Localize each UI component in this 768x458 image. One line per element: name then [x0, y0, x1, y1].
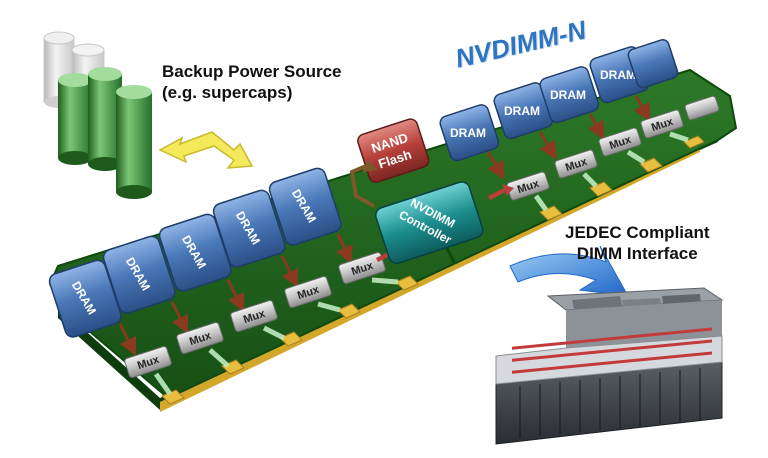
dram-label: DRAM — [504, 104, 540, 118]
dram-chip — [627, 38, 679, 89]
nvdimm-controller-chip: NVDIMM Controller — [375, 181, 484, 265]
dram-chip: DRAM — [102, 235, 176, 314]
mux-chip — [684, 95, 720, 121]
mux-chip: Mux — [230, 299, 278, 333]
backup-power-label: Backup Power Source (e.g. supercaps) — [162, 61, 342, 103]
mux-chip: Mux — [598, 127, 642, 157]
mux-chip: Mux — [176, 321, 224, 355]
dram-chip: DRAM — [493, 82, 554, 140]
mux-chip: Mux — [554, 149, 598, 179]
dram-chip: DRAM — [268, 167, 342, 246]
dram-chips: DRAM DRAM DRAM DRAM DRAM DRAM — [48, 38, 679, 338]
mux-chip: Mux — [284, 275, 332, 309]
nand-flash-chip: NAND Flash — [357, 118, 430, 183]
nand-controller-arrow — [349, 160, 378, 208]
dram-chip: DRAM — [539, 66, 600, 124]
mux-chips: Mux Mux Mux Mux Mux Mux — [124, 95, 720, 379]
dram-chip: DRAM — [212, 189, 286, 268]
backup-power-line2: (e.g. supercaps) — [162, 83, 293, 102]
dram-mux-arrows — [118, 95, 651, 357]
jedec-line1: JEDEC Compliant — [565, 223, 710, 242]
mux-chip: Mux — [124, 345, 172, 379]
supercapacitor-icon — [43, 31, 152, 199]
dram-chip: DRAM — [439, 104, 500, 162]
dram-label: DRAM — [550, 88, 586, 102]
mux-contact-arrows — [153, 131, 689, 396]
server-chassis-icon — [495, 287, 724, 445]
backup-power-line1: Backup Power Source — [162, 62, 342, 81]
mux-chip: Mux — [338, 251, 386, 285]
dram-label: DRAM — [600, 68, 636, 82]
jedec-line2: DIMM Interface — [576, 244, 698, 263]
double-arrow-icon — [158, 131, 254, 169]
jedec-interface-label: JEDEC Compliant DIMM Interface — [565, 222, 710, 264]
dram-label: DRAM — [450, 126, 486, 140]
dram-chip: DRAM — [158, 213, 232, 292]
dram-chip: DRAM — [48, 259, 122, 338]
mux-chip: Mux — [640, 109, 684, 139]
gold-contacts — [161, 135, 705, 405]
